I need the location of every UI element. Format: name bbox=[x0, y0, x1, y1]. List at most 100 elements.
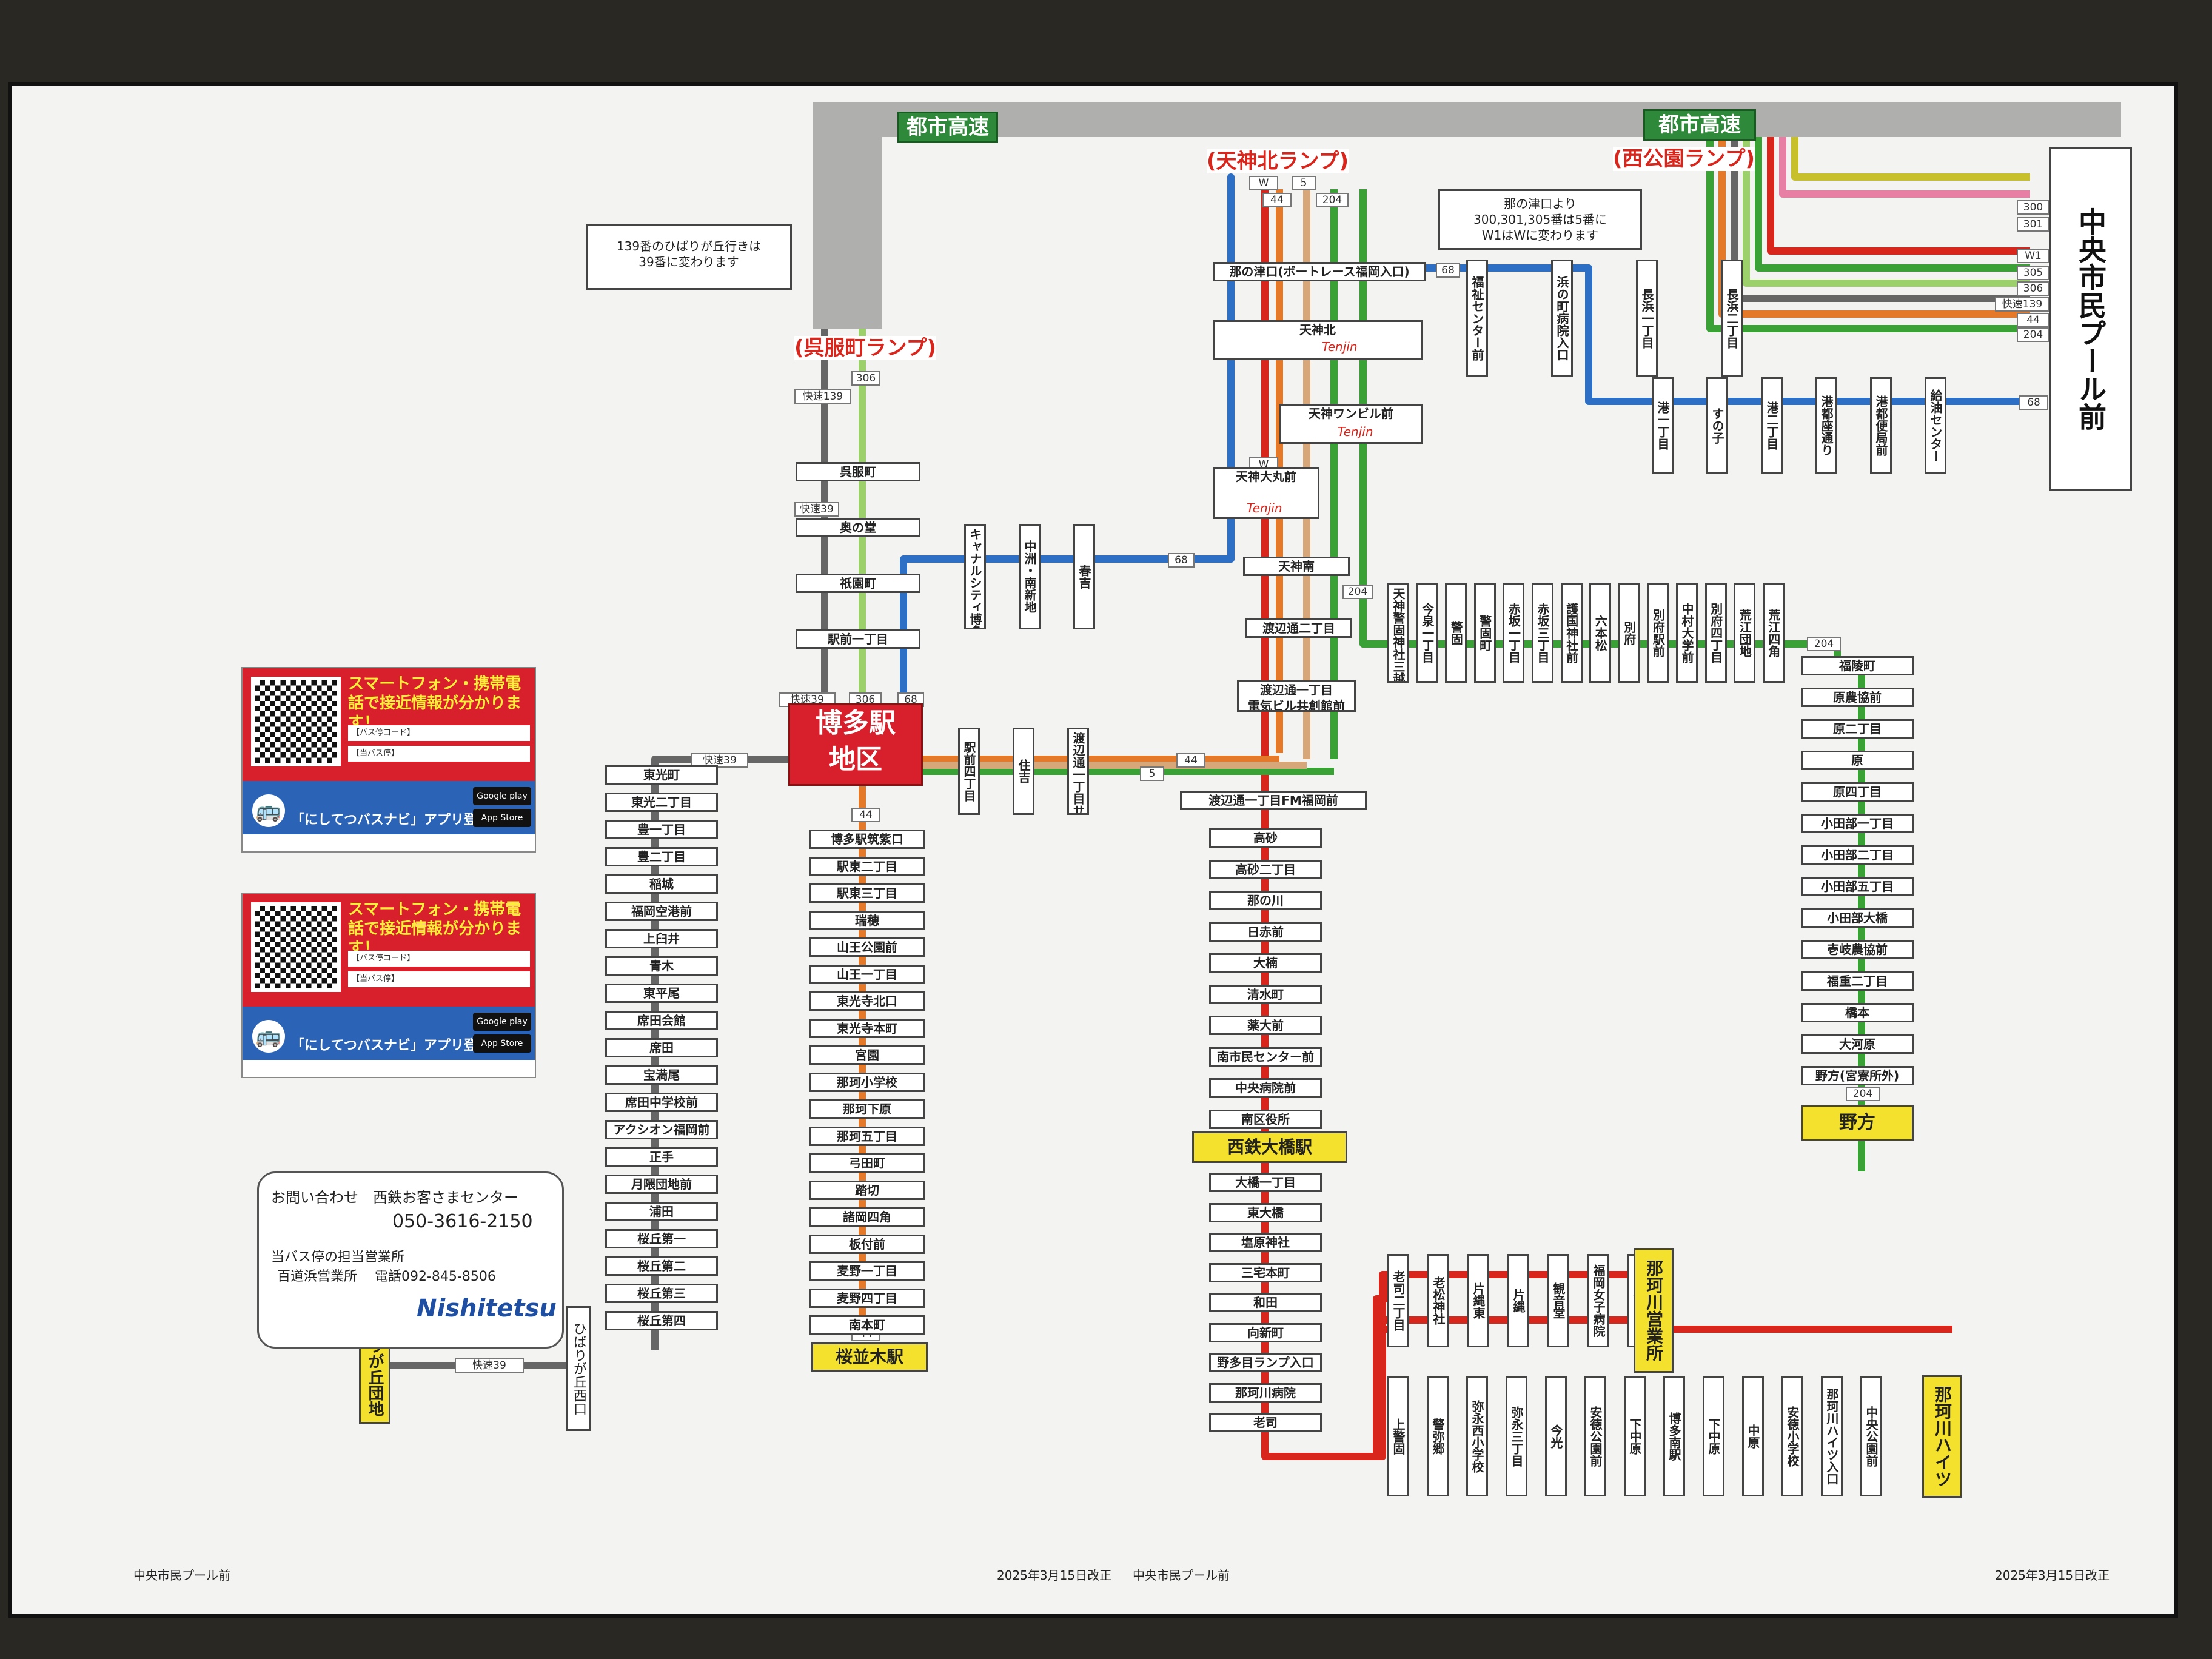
bus-stop[interactable]: 塩原神社 bbox=[1209, 1233, 1322, 1252]
bus-stop[interactable]: 席田会館 bbox=[605, 1011, 718, 1030]
bus-stop-tenjin[interactable]: 渡辺通一丁目FM福岡前 bbox=[1180, 791, 1367, 810]
bus-stop[interactable]: 高砂 bbox=[1209, 828, 1322, 848]
bus-stop[interactable]: 別府駅前 bbox=[1647, 583, 1669, 683]
bus-stop[interactable]: 那珂小学校 bbox=[809, 1072, 925, 1092]
bus-stop[interactable]: 港一丁目 bbox=[1652, 377, 1674, 474]
bus-stop[interactable]: 博多南駅 bbox=[1663, 1376, 1685, 1496]
bus-stop[interactable]: 那の川 bbox=[1209, 891, 1322, 910]
bus-stop[interactable]: 月隈団地前 bbox=[605, 1175, 718, 1194]
bus-stop[interactable]: 六本松 bbox=[1589, 583, 1612, 683]
bus-stop[interactable]: 赤坂一丁目 bbox=[1503, 583, 1525, 683]
bus-stop[interactable]: 宝満尾 bbox=[605, 1065, 718, 1085]
bus-stop[interactable]: 那珂下原 bbox=[809, 1099, 925, 1119]
bus-stop[interactable]: 東光二丁目 bbox=[605, 793, 718, 812]
bus-stop[interactable]: 片縄東 bbox=[1467, 1254, 1489, 1347]
bus-stop[interactable]: 港都座通り bbox=[1815, 377, 1837, 474]
bus-stop[interactable]: 席田 bbox=[605, 1038, 718, 1057]
bus-stop[interactable]: 護国神社前 bbox=[1560, 583, 1583, 683]
bus-stop[interactable]: 下中原 bbox=[1703, 1376, 1724, 1496]
bus-stop[interactable]: 警弥郷 bbox=[1427, 1376, 1449, 1496]
bus-stop[interactable]: 原二丁目 bbox=[1801, 719, 1914, 739]
bus-stop[interactable]: 福岡女子病院 bbox=[1587, 1254, 1609, 1347]
bus-stop-tenjin[interactable]: 渡辺通一丁目 電気ビル共創館前 bbox=[1237, 680, 1356, 712]
bus-stop[interactable]: 渡辺通一丁目サンセルコ前 bbox=[1067, 728, 1089, 815]
bus-stop[interactable]: 駅東二丁目 bbox=[809, 856, 925, 876]
bus-stop[interactable]: 福重二丁目 bbox=[1801, 971, 1914, 991]
bus-stop-tenjin[interactable]: 渡辺通二丁目 bbox=[1245, 618, 1352, 638]
bus-stop[interactable]: 南市民センター前 bbox=[1209, 1047, 1322, 1067]
bus-stop[interactable]: 観音堂 bbox=[1547, 1254, 1569, 1347]
bus-stop[interactable]: 和田 bbox=[1209, 1293, 1322, 1312]
bus-stop[interactable]: 三宅本町 bbox=[1209, 1262, 1322, 1282]
qr-panel-app[interactable]: 「にしてつバスナビ」アプリ登場！ bbox=[291, 1038, 504, 1053]
bus-stop[interactable]: 東光寺北口 bbox=[809, 991, 925, 1011]
bus-stop[interactable]: 駅東三丁目 bbox=[809, 883, 925, 903]
bus-stop[interactable]: 中原 bbox=[1742, 1376, 1764, 1496]
bus-stop[interactable]: 青木 bbox=[605, 956, 718, 976]
bus-stop[interactable]: すの子 bbox=[1706, 377, 1728, 474]
bus-stop[interactable]: 弥永西小学校 bbox=[1466, 1376, 1488, 1496]
bus-stop[interactable]: 大楠 bbox=[1209, 953, 1322, 973]
bus-stop[interactable]: 稲城 bbox=[605, 874, 718, 894]
bus-stop[interactable]: 長浜一丁目 bbox=[1636, 260, 1658, 377]
bus-stop[interactable]: 原 bbox=[1801, 751, 1914, 770]
bus-stop[interactable]: 野方(宮寮所外) bbox=[1801, 1066, 1914, 1085]
bus-stop[interactable]: 浦田 bbox=[605, 1202, 718, 1221]
bus-stop[interactable]: 小田部二丁目 bbox=[1801, 845, 1914, 865]
bus-stop[interactable]: 桜丘第二 bbox=[605, 1256, 718, 1276]
bus-stop[interactable]: 中央病院前 bbox=[1209, 1078, 1322, 1098]
bus-stop[interactable]: 安徳小学校 bbox=[1781, 1376, 1803, 1496]
bus-stop[interactable]: 南区役所 bbox=[1209, 1109, 1322, 1129]
qr-panel-app[interactable]: 「にしてつバスナビ」アプリ登場！ bbox=[291, 813, 504, 828]
bus-stop[interactable]: 清水町 bbox=[1209, 984, 1322, 1004]
app-store-badge[interactable]: App Store bbox=[473, 809, 531, 827]
bus-stop[interactable]: 大橋一丁目 bbox=[1209, 1173, 1322, 1192]
bus-stop[interactable]: 中村大学前 bbox=[1676, 583, 1698, 683]
bus-stop[interactable]: 原農協前 bbox=[1801, 688, 1914, 707]
bus-stop[interactable]: 片縄 bbox=[1507, 1254, 1529, 1347]
bus-stop[interactable]: 博多駅筑紫口 bbox=[809, 830, 925, 849]
bus-stop-tenjin[interactable]: 那の津口(ボートレース福岡入口) bbox=[1213, 262, 1426, 281]
terminal-nakagawa-eigyosho[interactable]: 那珂川営業所 bbox=[1634, 1248, 1674, 1373]
bus-stop[interactable]: 荒江団地 bbox=[1734, 583, 1756, 683]
bus-stop[interactable]: 天神警固神社三越前 bbox=[1387, 583, 1409, 683]
bus-stop[interactable]: 席田中学校前 bbox=[605, 1093, 718, 1112]
bus-stop[interactable]: 宮園 bbox=[809, 1045, 925, 1065]
bus-stop[interactable]: 小田部大橋 bbox=[1801, 908, 1914, 928]
google-play-badge[interactable]: Google play bbox=[473, 1013, 531, 1031]
hakata-hub[interactable]: 博多駅 地区 bbox=[788, 703, 923, 786]
bus-stop[interactable]: 東光町 bbox=[605, 765, 718, 785]
bus-stop[interactable]: 中央公園前 bbox=[1860, 1376, 1882, 1496]
terminal-nokata[interactable]: 野方 bbox=[1801, 1105, 1914, 1141]
bus-stop[interactable]: 警固町 bbox=[1473, 583, 1496, 683]
bus-stop[interactable]: 駅前四丁目 bbox=[958, 728, 980, 815]
terminal-ohashi[interactable]: 西鉄大橋駅 bbox=[1192, 1131, 1347, 1163]
bus-stop[interactable]: 日赤前 bbox=[1209, 922, 1322, 942]
bus-stop[interactable]: 弥永三丁目 bbox=[1506, 1376, 1527, 1496]
bus-stop[interactable]: 今光 bbox=[1545, 1376, 1567, 1496]
bus-stop-tenjin[interactable]: 天神ワンビル前 bbox=[1279, 404, 1423, 444]
bus-stop[interactable]: 山王一丁目 bbox=[809, 964, 925, 984]
bus-stop[interactable]: 長浜二丁目 bbox=[1721, 260, 1743, 377]
bus-stop[interactable]: 奥の堂 bbox=[796, 518, 920, 537]
bus-stop[interactable]: 板付前 bbox=[809, 1234, 925, 1254]
bus-stop[interactable]: 駅前一丁目 bbox=[796, 629, 920, 649]
bus-stop-tenjin[interactable]: 天神南 bbox=[1243, 557, 1350, 576]
bus-stop[interactable]: 高砂二丁目 bbox=[1209, 859, 1322, 879]
qr-code-2[interactable] bbox=[251, 902, 341, 992]
bus-stop[interactable]: 東光寺本町 bbox=[809, 1018, 925, 1038]
bus-stop-tenjin[interactable]: 天神北 bbox=[1213, 320, 1423, 360]
bus-stop[interactable]: 港都便局前 bbox=[1870, 377, 1892, 474]
bus-stop[interactable]: 山王公園前 bbox=[809, 937, 925, 957]
bus-stop[interactable]: 薬大前 bbox=[1209, 1016, 1322, 1035]
bus-stop[interactable]: 中洲・南新地 bbox=[1019, 524, 1041, 629]
bus-stop[interactable]: アクシオン福岡前 bbox=[605, 1120, 718, 1139]
bus-stop[interactable]: 上臼井 bbox=[605, 929, 718, 948]
bus-stop-tenjin[interactable]: 天神大丸前 bbox=[1213, 467, 1319, 519]
bus-stop[interactable]: 桜丘第三 bbox=[605, 1284, 718, 1303]
bus-stop[interactable]: 那珂五丁目 bbox=[809, 1126, 925, 1146]
bus-stop[interactable]: 警固 bbox=[1445, 583, 1467, 683]
bus-stop[interactable]: 下中原 bbox=[1624, 1376, 1646, 1496]
bus-stop[interactable]: 住吉 bbox=[1013, 728, 1034, 815]
bus-stop[interactable]: 桜丘第一 bbox=[605, 1229, 718, 1248]
